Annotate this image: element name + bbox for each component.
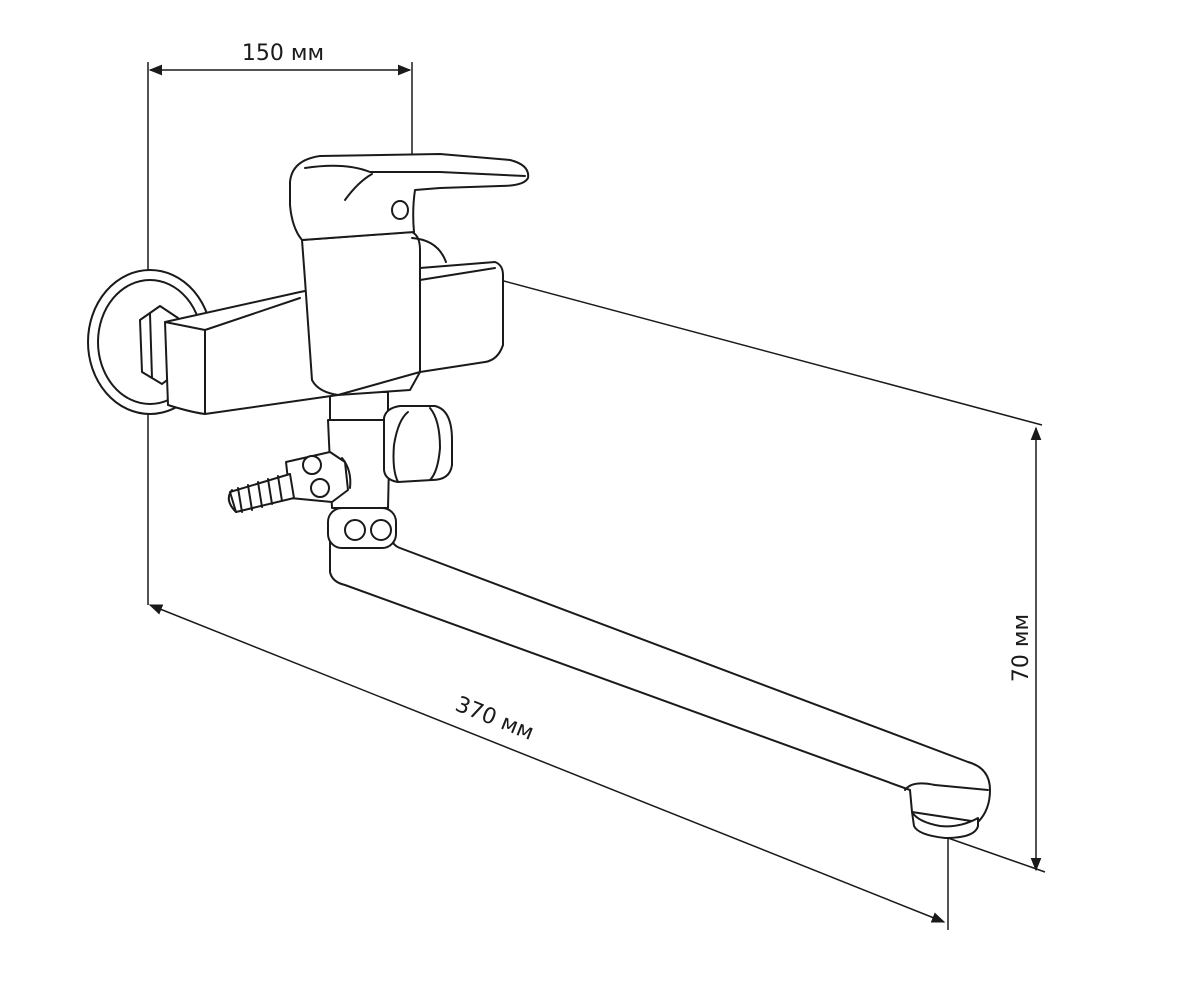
cartridge-housing <box>301 231 447 396</box>
lever-screw-cap <box>391 200 409 220</box>
hose-connector <box>227 451 352 513</box>
lever-handle <box>289 153 530 241</box>
spout <box>329 537 991 839</box>
dimension-width-label: 150 мм <box>242 41 324 66</box>
faucet-drawing <box>87 153 991 839</box>
dimension-width: 150 мм <box>148 41 412 76</box>
dimension-height: 70 мм <box>1009 426 1042 872</box>
dimension-height-label: 70 мм <box>1009 614 1034 682</box>
dimension-length-label: 370 мм <box>452 692 538 746</box>
spout-nut <box>327 507 397 549</box>
